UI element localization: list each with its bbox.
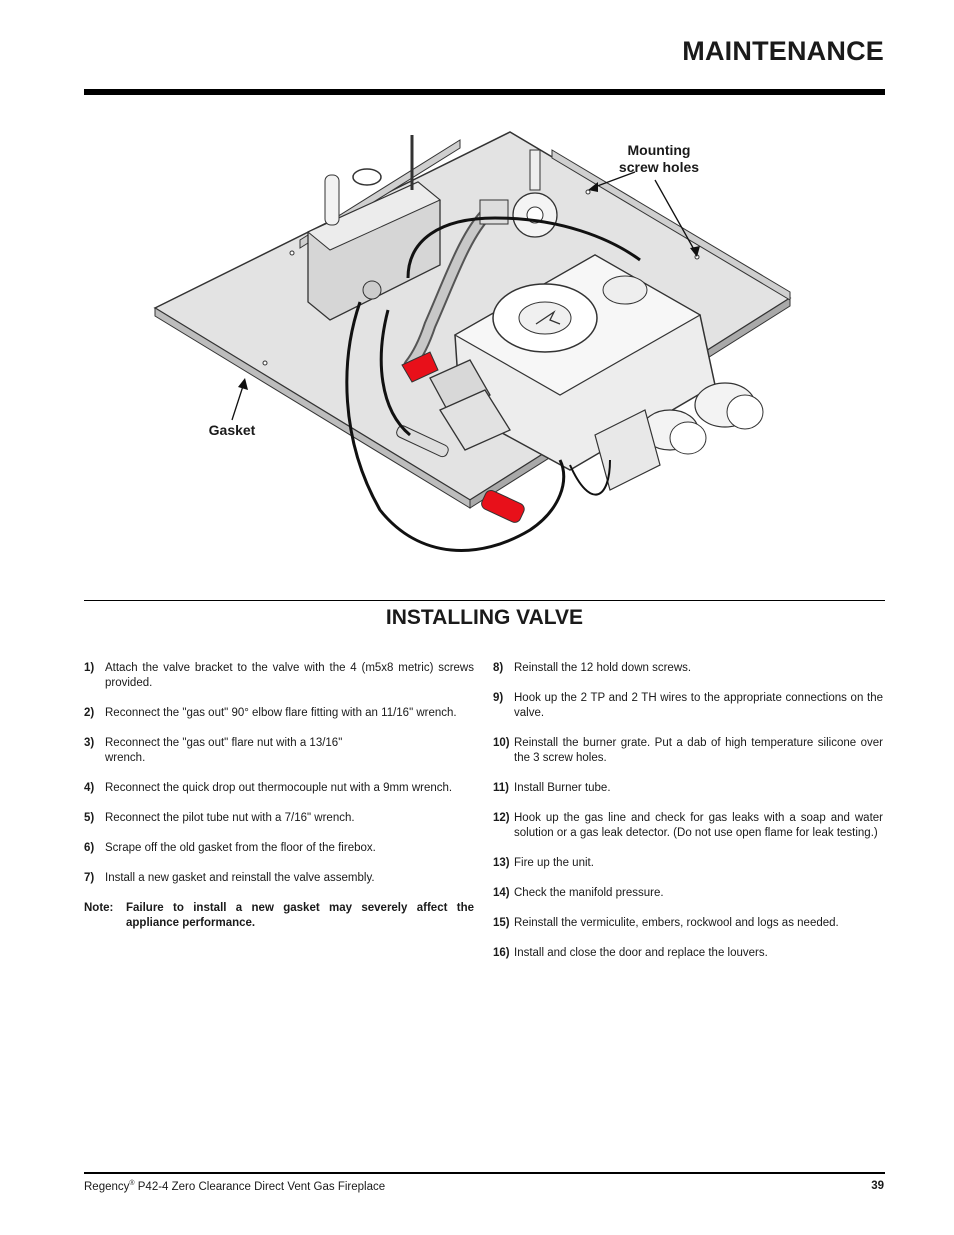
note-text: Failure to install a new gasket may seve… <box>126 902 474 929</box>
step-item: 12)Hook up the gas line and check for ga… <box>493 812 883 839</box>
steps-right-column: 8)Reinstall the 12 hold down screws. 9)H… <box>493 661 883 976</box>
step-item: 7)Install a new gasket and reinstall the… <box>84 872 375 884</box>
red-gas-inlet <box>481 489 525 523</box>
step-item: 4)Reconnect the quick drop out thermocou… <box>84 782 453 794</box>
footer-product: Regency® P42-4 Zero Clearance Direct Ven… <box>84 1180 386 1193</box>
step-item: 11)Install Burner tube. <box>493 782 611 794</box>
step-item: 1)Attach the valve bracket to the valve … <box>84 662 474 689</box>
page-number: 39 <box>871 1180 884 1192</box>
step-item: 10)Reinstall the burner grate. Put a dab… <box>493 737 883 764</box>
step-item: 6)Scrape off the old gasket from the flo… <box>84 842 376 854</box>
valve-assembly-figure: Mounting screw holes Gasket <box>140 120 820 570</box>
footer-rule <box>84 1172 885 1174</box>
mounting-label-line1: Mounting <box>628 142 691 158</box>
step-item: 5)Reconnect the pilot tube nut with a 7/… <box>84 812 355 824</box>
title-rule <box>84 89 885 95</box>
step-item: 13)Fire up the unit. <box>493 857 594 869</box>
steps-left-column: 1)Attach the valve bracket to the valve … <box>84 661 474 931</box>
red-elbow-fitting <box>401 351 439 383</box>
note-label: Note: <box>84 902 114 914</box>
step-item: 15)Reinstall the vermiculite, embers, ro… <box>493 917 839 929</box>
step-item: 9)Hook up the 2 TP and 2 TH wires to the… <box>493 692 883 719</box>
step-item: 2)Reconnect the "gas out" 90° elbow flar… <box>84 707 457 719</box>
mounting-label-line2: screw holes <box>619 159 699 175</box>
section-title: INSTALLING VALVE <box>385 606 584 629</box>
note: Note: Failure to install a new gasket may… <box>84 901 474 931</box>
step-item: 16)Install and close the door and replac… <box>493 947 768 959</box>
section-rule <box>84 600 885 601</box>
step-item: 14)Check the manifold pressure. <box>493 887 664 899</box>
page-title: MAINTENANCE <box>682 36 884 66</box>
step-item: 3)Reconnect the "gas out" flare nut with… <box>84 737 343 764</box>
step-item: 8)Reinstall the 12 hold down screws. <box>493 662 692 674</box>
gasket-label: Gasket <box>209 422 256 438</box>
